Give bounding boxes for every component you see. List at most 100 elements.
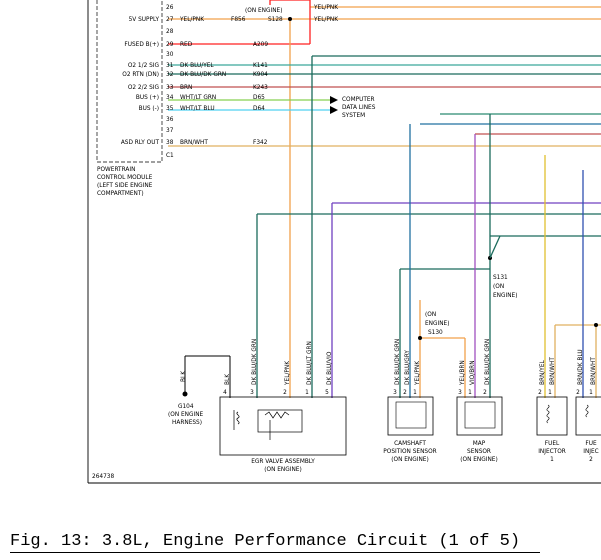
inj2-label-1: FUE: [585, 441, 597, 447]
pcm-label-4: COMPARTMENT): [97, 191, 144, 197]
pcm-pin-wire: BRN: [180, 85, 192, 91]
connector-wire-label: BLK: [225, 374, 231, 385]
splice-inj-dot: [594, 323, 598, 327]
pcm-label-2: CONTROL MODULE: [97, 175, 153, 181]
connector-pin-number: 3: [458, 390, 462, 396]
pcm-pin-number: 34: [166, 95, 174, 101]
connector-pin-number: 5: [325, 390, 329, 396]
connector-wire-label: DK BLU/DK GRN: [395, 339, 401, 385]
pcm-pin-code: F856: [231, 17, 246, 23]
connector-wire-label: DK BLU/GRY: [405, 350, 411, 385]
arrow-bus-plus: [330, 96, 338, 104]
cmp-label-2: POSITION SENSOR: [383, 449, 436, 455]
inj2-label-3: 2: [589, 457, 593, 463]
s130-label-1: (ON: [425, 312, 436, 318]
pcm-pin-wire: RED: [180, 42, 193, 48]
pcm-pin-circuit: O2 2/2 SIG: [128, 85, 160, 91]
pcm-pin-wire: DK BLU/YEL: [180, 63, 214, 69]
data-lines-3: SYSTEM: [342, 113, 365, 119]
pcm-pin-code: F342: [253, 140, 268, 146]
pcm-pin-wire: WHT/LT GRN: [180, 95, 216, 101]
connector-pin-number: 2: [483, 390, 487, 396]
connector-pin-number: 3: [250, 390, 254, 396]
connector-pin-number: 1: [468, 390, 472, 396]
connector-wire-label: YEL/PNK: [285, 361, 291, 386]
connector-wire-label: BRN/WHT: [591, 357, 597, 385]
pcm-pin-wire: BRN/WHT: [180, 140, 208, 146]
injector-2-coil: [585, 404, 589, 418]
pcm-pin-circuit: 5V SUPPLY: [129, 17, 160, 23]
egr-label-1: EGR VALVE ASSEMBLY: [251, 459, 315, 465]
pcm-pin-splice: S128: [268, 17, 283, 23]
connector-wire-label: BRN/YEL: [540, 360, 546, 385]
cmp-label-1: CAMSHAFT: [394, 441, 426, 447]
pcm-pin-number: 29: [166, 42, 174, 48]
pcm-pin-wire: WHT/LT BLU: [180, 106, 215, 112]
connector-wire-label: DK BLU/LT GRN: [307, 341, 313, 385]
injector-1-box: [536, 396, 568, 436]
splice-s130-dot: [418, 336, 422, 340]
injector-2-box: [575, 396, 601, 436]
pcm-pin-number: 36: [166, 117, 174, 123]
connector-pin-number: 1: [589, 390, 593, 396]
top-wire-label-1: YEL/PNK: [313, 5, 338, 11]
s131-label-2: (ON: [493, 284, 504, 290]
s130-label-2: ENGINE): [425, 321, 449, 327]
map-label-1: MAP: [473, 441, 486, 447]
pcm-module-box: [96, 0, 163, 163]
top-wire-label-2: YEL/PNK: [313, 17, 338, 23]
ground-label-loc2: HARNESS): [172, 420, 202, 426]
cmp-sensor-inner: [395, 401, 427, 429]
inj1-label-1: FUEL: [545, 441, 560, 447]
inj2-label-2: INJEC: [583, 449, 598, 455]
pcm-pin-wire: DK BLU/DK GRN: [180, 72, 226, 78]
pcm-pin-number: 33: [166, 85, 174, 91]
ground-g104-icon: [182, 391, 188, 397]
pcm-pin-code: K141: [253, 63, 268, 69]
pcm-pin-circuit: BUS (-): [139, 106, 159, 112]
pcm-label-3: (LEFT SIDE ENGINE: [97, 183, 153, 189]
connector-pin-number: 2: [538, 390, 542, 396]
connector-pin-number: 2: [403, 390, 407, 396]
connector-wire-label: DK BLU/DK GRN: [485, 339, 491, 385]
connector-wire-label: YEL/BRN: [460, 360, 466, 386]
connector-pin-number: 1: [413, 390, 417, 396]
pcm-pin-number: 26: [166, 5, 174, 11]
arrow-bus-minus: [330, 106, 338, 114]
pcm-pin-number: 35: [166, 106, 174, 112]
inj1-label-2: INJECTOR: [538, 449, 566, 455]
connector-wire-label: BRN/WHT: [550, 357, 556, 385]
connector-wire-label: YEL/PNK: [415, 361, 421, 386]
injector-1-coil: [546, 404, 550, 424]
pcm-pin-number: 32: [166, 72, 174, 78]
pcm-label-1: POWERTRAIN: [97, 167, 135, 173]
pcm-pin-number: 28: [166, 29, 174, 35]
connector-wire-label: VIO/BRN: [470, 360, 476, 385]
inj1-label-3: 1: [550, 457, 554, 463]
s131-label-1: S131: [493, 275, 508, 281]
map-sensor-box: [456, 396, 503, 436]
map-label-3: (ON ENGINE): [460, 457, 497, 463]
connector-wire-label: DK BLU/DK GRN: [252, 339, 258, 385]
connector-pin-number: 1: [305, 390, 309, 396]
pcm-pin-code: K904: [253, 72, 268, 78]
pcm-pin-number: 30: [166, 52, 174, 58]
wire-s131-diag: [489, 235, 501, 259]
data-lines-2: DATA LINES: [342, 105, 376, 111]
pcm-pin-circuit: FUSED B(+): [124, 42, 159, 48]
pcm-pin-number: C1: [166, 153, 174, 159]
s130-label-3: S130: [428, 330, 443, 336]
pcm-pin-number: 38: [166, 140, 174, 146]
figure-id: 264738: [92, 474, 114, 480]
connector-pin-number: 2: [283, 390, 287, 396]
connector-pin-number: 2: [576, 390, 580, 396]
pcm-pin-circuit: O2 1/2 SIG: [128, 63, 160, 69]
connector-wire-labels: BLK 4 DK BLU/DK GRN 3 YEL/PNK 2 DK BLU/LT GRN 1…: [223, 339, 597, 396]
connector-pin-number: 3: [393, 390, 397, 396]
connector-wire-label: BRN/DK BLU: [578, 349, 584, 385]
connector-pin-number: 4: [223, 390, 227, 396]
pcm-pin-circuit: O2 RTN (DN): [122, 72, 159, 78]
pcm-pin-code: D64: [253, 106, 265, 112]
ground-label-name: G104: [178, 404, 194, 410]
